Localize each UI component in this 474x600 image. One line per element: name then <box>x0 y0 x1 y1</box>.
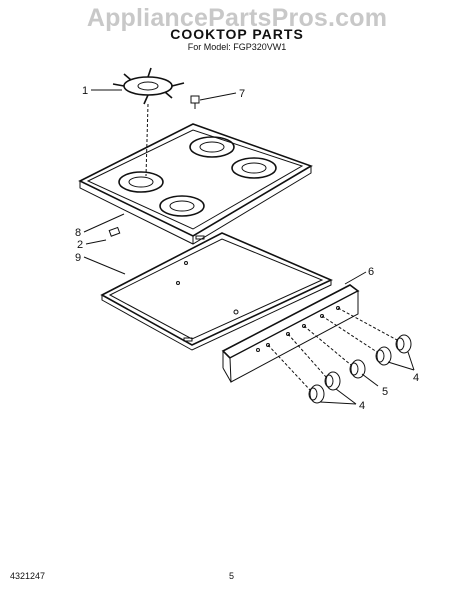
callout-4-upper: 4 <box>413 372 419 384</box>
cooktop <box>78 123 313 245</box>
knob <box>308 384 325 404</box>
callout-9: 9 <box>75 252 81 264</box>
callout-1: 1 <box>82 85 88 97</box>
screw <box>190 95 200 109</box>
callout-7: 7 <box>239 88 245 100</box>
document-number: 4321247 <box>10 571 46 581</box>
clip <box>108 226 121 237</box>
knob-alignment-lines <box>267 307 398 391</box>
knob <box>349 359 366 379</box>
diagram-title: COOKTOP PARTS <box>170 26 304 42</box>
knob <box>395 334 412 354</box>
callout-8: 8 <box>75 227 81 239</box>
callout-6: 6 <box>368 266 374 278</box>
page-number: 5 <box>229 571 235 581</box>
control-panel <box>221 284 360 383</box>
watermark: AppliancePartsPros.com <box>86 4 388 32</box>
callout-5: 5 <box>382 386 388 398</box>
knob <box>324 371 341 391</box>
callout-4-lower: 4 <box>359 400 365 412</box>
burner-box <box>100 232 333 351</box>
callout-2: 2 <box>77 239 83 251</box>
alignment-line <box>145 103 149 177</box>
knob <box>375 346 392 366</box>
model-label: For Model: FGP320VW1 <box>187 42 287 52</box>
leader-lines <box>83 89 415 405</box>
burner-grate <box>112 67 185 105</box>
